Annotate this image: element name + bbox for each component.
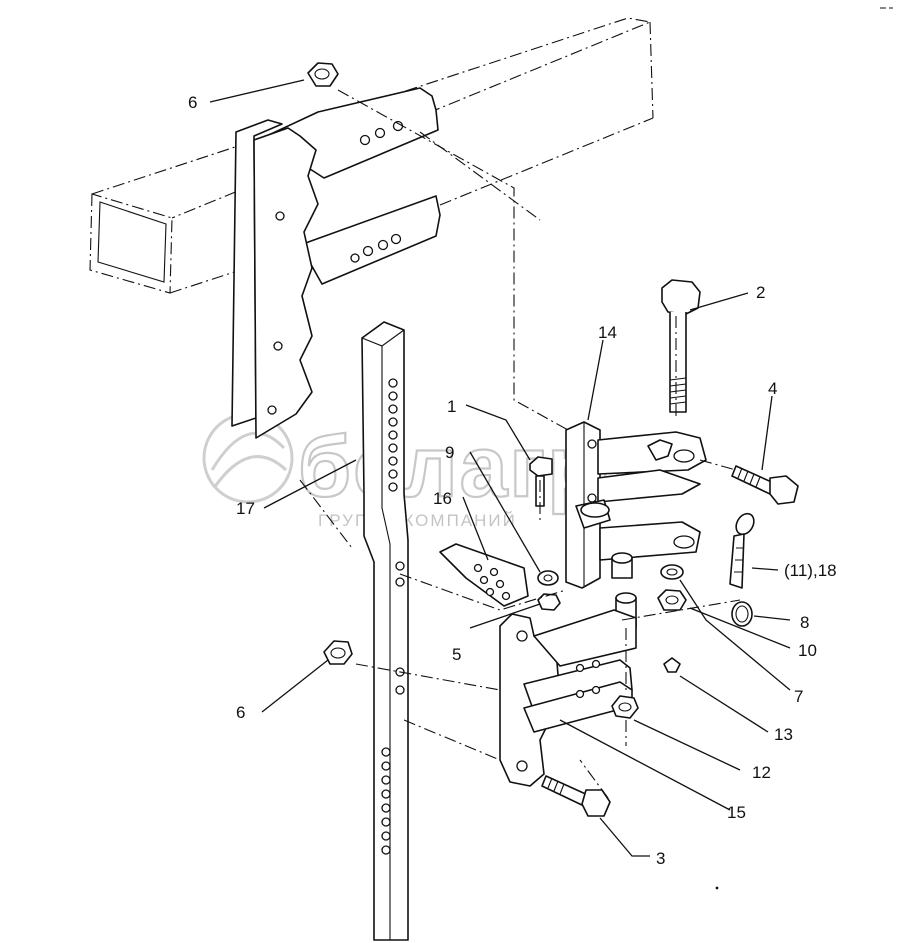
- callout-12: 12: [752, 763, 771, 782]
- nut-12: [611, 695, 639, 719]
- nut-6-bottom: [323, 640, 353, 665]
- bolt-3: [541, 775, 611, 817]
- plate-16: [439, 543, 529, 607]
- callout-1: 1: [447, 397, 456, 416]
- washer-nut-9: [537, 570, 559, 586]
- stray-dot: [715, 886, 719, 890]
- callout-6-top: 6: [188, 93, 197, 112]
- pin-11-18: [729, 512, 755, 589]
- callout-3: 3: [656, 849, 665, 868]
- callout-17: 17: [236, 499, 255, 518]
- callout-4: 4: [768, 379, 777, 398]
- nut-7: [657, 589, 687, 611]
- callout-8: 8: [800, 613, 809, 632]
- nut-5: [537, 593, 561, 611]
- bushing-upper: [611, 552, 633, 579]
- callout-9: 9: [445, 443, 454, 462]
- ring-8: [731, 601, 753, 627]
- frame-bracket-plates: [231, 87, 441, 439]
- callout-13: 13: [774, 725, 793, 744]
- assembly-dash-lines: [299, 89, 741, 799]
- bolt-4: [731, 465, 799, 505]
- callout-15: 15: [727, 803, 746, 822]
- callout-labels: 6 2 14 4 1 9 16 17 (11),18 5 8 10 7 6 13…: [188, 93, 837, 868]
- watermark-logo-icon: [202, 412, 294, 504]
- bracket-15: [499, 609, 637, 787]
- callout-16: 16: [433, 489, 452, 508]
- leader-lines: [209, 79, 791, 857]
- callout-11-18: (11),18: [784, 561, 837, 580]
- bolt-2: [661, 279, 701, 413]
- callout-2: 2: [756, 283, 765, 302]
- grease-nipple-13: [663, 657, 681, 673]
- watermark-subtitle: ГРУППА КОМПАНИЙ: [318, 511, 517, 530]
- callout-10: 10: [798, 641, 817, 660]
- callout-7: 7: [794, 687, 803, 706]
- callout-6-bottom: 6: [236, 703, 245, 722]
- bracket-14: [565, 421, 707, 589]
- callout-14: 14: [598, 323, 617, 342]
- callout-5: 5: [452, 645, 461, 664]
- washer-10: [660, 564, 684, 580]
- vertical-bar-17: [361, 321, 409, 941]
- nut-6-top: [307, 62, 339, 87]
